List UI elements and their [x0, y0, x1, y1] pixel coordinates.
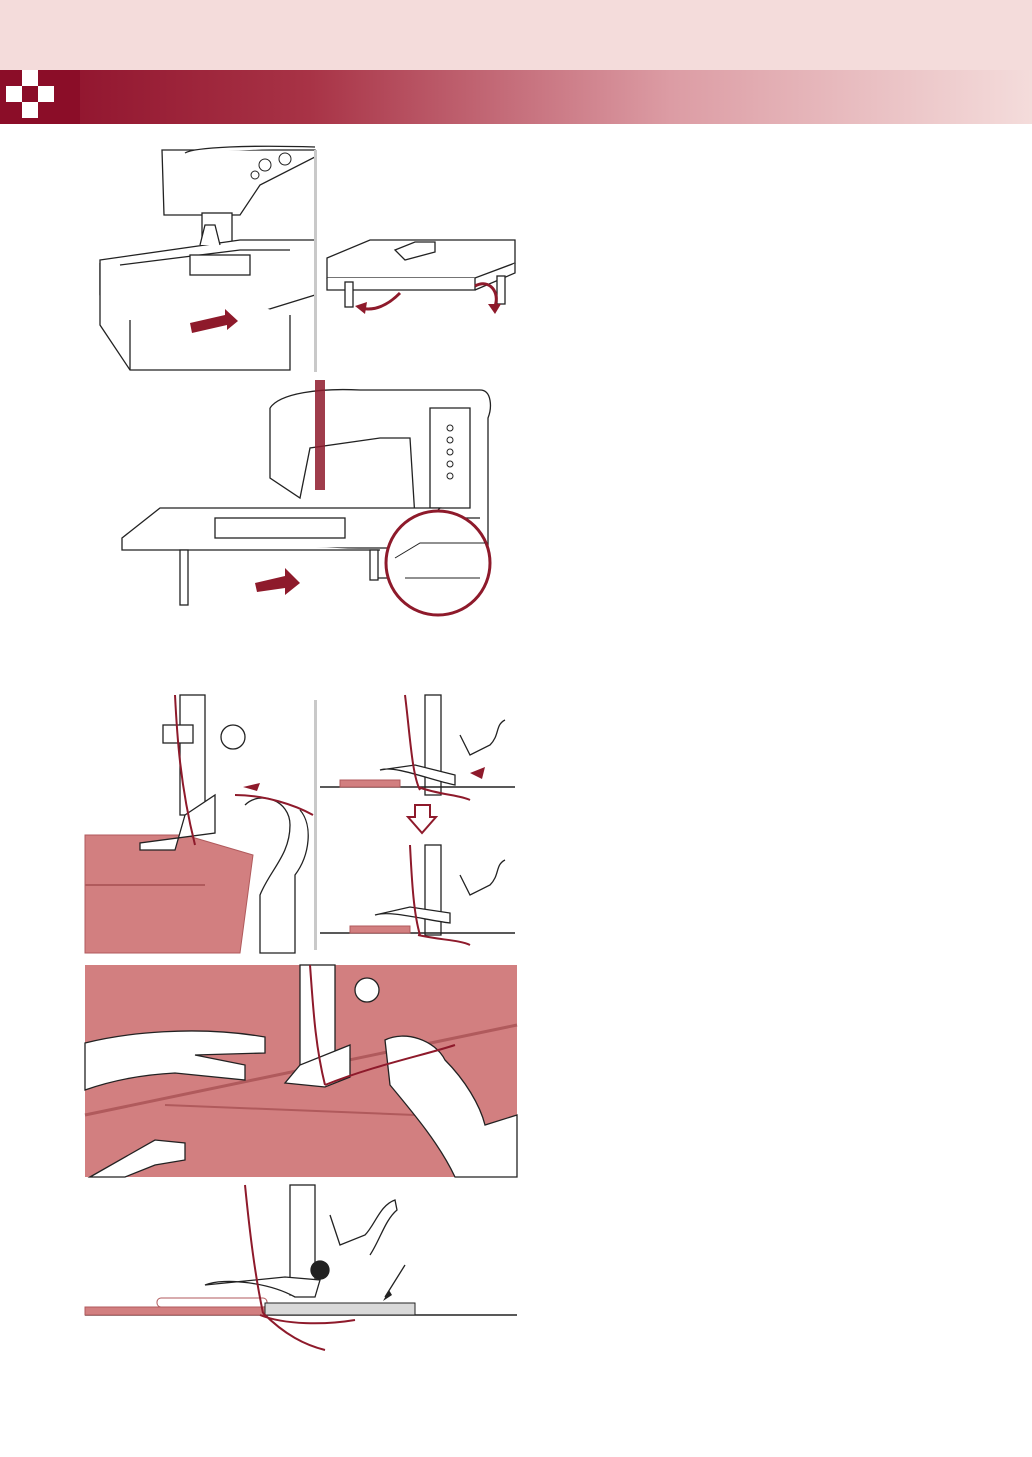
foot-level-steps-illustration — [320, 695, 520, 945]
checker-square-icon — [0, 70, 80, 124]
remove-accessory-box-illustration — [90, 145, 315, 375]
open-table-legs-illustration — [325, 238, 520, 328]
section-header-bar — [0, 70, 1032, 124]
press-foot-lock-button-illustration — [85, 695, 313, 953]
header-band — [0, 0, 1032, 70]
panel-divider — [314, 150, 317, 372]
cardboard-under-foot-illustration — [85, 1185, 517, 1350]
attach-extension-table-illustration — [120, 378, 500, 618]
sew-thick-fabric-illustration — [85, 965, 517, 1177]
panel-divider — [314, 700, 317, 950]
